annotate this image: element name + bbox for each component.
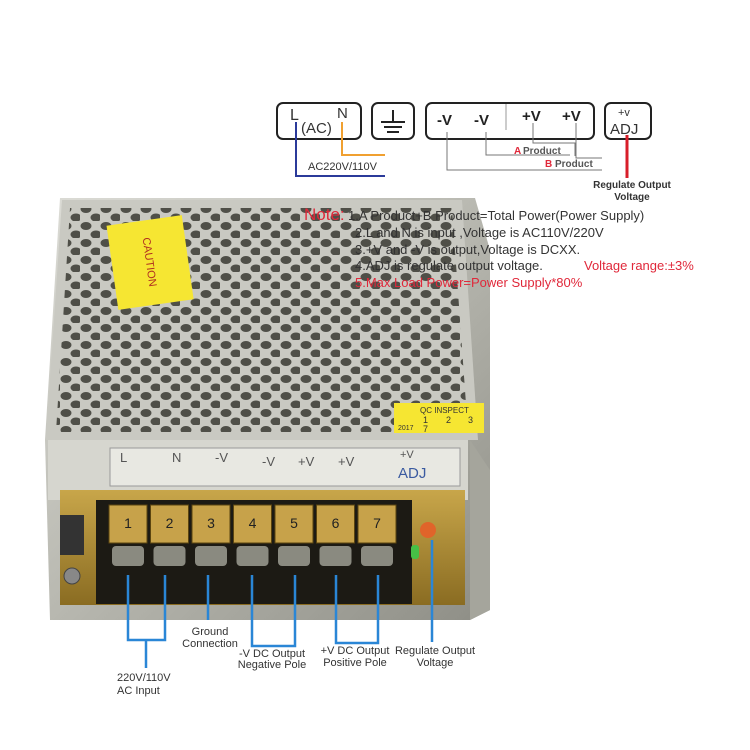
note-line-1: 1.A Product+B Product=Total Power(Power … <box>348 208 644 223</box>
panel-labels: L N -V -V +V +V +V ADJ <box>120 449 426 482</box>
terminal-screw <box>319 546 352 566</box>
terminal-number: 5 <box>290 515 298 531</box>
note-line-3: 3.+V and -V is output,Voltage is DCXX. <box>355 242 580 257</box>
note-voltage-range: Voltage range:±3% <box>584 258 694 273</box>
svg-text:QC INSPECT: QC INSPECT <box>420 406 469 415</box>
svg-text:3: 3 <box>468 415 473 425</box>
note-line-2: 2.L and N is input ,Voltage is AC110V/22… <box>355 225 604 240</box>
adj-potentiometer[interactable] <box>420 522 436 538</box>
live-wire <box>295 122 385 177</box>
svg-text:-V DC Output: -V DC Output <box>239 648 305 660</box>
dc-output-box: -V -V +V +V A Product B Product <box>425 102 602 171</box>
ac-voltage-label: AC220V/110V <box>308 161 378 173</box>
terminal-pos-1: +V <box>522 108 541 125</box>
terminal-neg-2: -V <box>474 112 489 129</box>
adj-label: ADJ <box>610 121 638 138</box>
svg-text:AC Input: AC Input <box>117 685 160 697</box>
note-line-5: 5.Max Load Power=Power Supply*80% <box>355 275 583 290</box>
adj-caption-1: Regulate Output <box>593 180 671 191</box>
a-product-letter: A <box>514 146 521 157</box>
terminal-number: 6 <box>332 515 340 531</box>
ac-input-box: L (AC) N AC220V/110V <box>276 102 385 177</box>
terminal-2[interactable]: 2 <box>150 504 189 566</box>
b-product-label: Product <box>555 159 593 170</box>
svg-text:+V: +V <box>298 454 315 469</box>
b-product-letter: B <box>545 159 552 170</box>
terminal-block: 1 2 3 4 5 6 7 <box>108 504 397 566</box>
terminal-4[interactable]: 4 <box>233 504 272 566</box>
terminal-screw <box>195 546 227 566</box>
svg-text:7: 7 <box>423 424 428 434</box>
svg-text:2: 2 <box>446 415 451 425</box>
adj-top-label: +v <box>618 107 630 119</box>
svg-text:-V: -V <box>262 454 275 469</box>
terminal-screw <box>153 546 186 566</box>
svg-text:Connection: Connection <box>182 638 238 650</box>
terminal-screw <box>112 546 144 566</box>
adj-caption-2: Voltage <box>614 192 650 203</box>
terminal-neg-1: -V <box>437 112 452 129</box>
terminal-screw <box>236 546 269 566</box>
terminal-7[interactable]: 7 <box>357 504 397 566</box>
note-line-4: 4.ADJ is regulate output voltage. <box>355 258 543 273</box>
svg-text:-V: -V <box>215 450 228 465</box>
svg-text:N: N <box>172 450 181 465</box>
svg-text:220V/110V: 220V/110V <box>117 672 171 684</box>
terminal-number: 3 <box>207 515 215 531</box>
terminal-5[interactable]: 5 <box>274 504 314 566</box>
svg-text:Negative Pole: Negative Pole <box>238 659 307 671</box>
svg-text:Regulate Output: Regulate Output <box>395 645 475 657</box>
terminal-3[interactable]: 3 <box>191 504 231 566</box>
terminal-1[interactable]: 1 <box>108 504 148 566</box>
neutral-wire <box>341 122 385 156</box>
callouts <box>126 540 434 668</box>
terminal-number: 2 <box>166 515 174 531</box>
svg-text:1: 1 <box>423 415 428 425</box>
notes: Note: 1.A Product+B Product=Total Power(… <box>304 205 694 290</box>
note-heading: Note: <box>304 205 345 224</box>
caution-label: CAUTION <box>106 215 194 310</box>
svg-text:2017: 2017 <box>398 425 414 432</box>
svg-text:ADJ: ADJ <box>398 465 426 482</box>
svg-text:Ground: Ground <box>192 626 229 638</box>
svg-text:+V: +V <box>338 454 355 469</box>
terminal-screw <box>278 546 310 566</box>
terminal-number: 7 <box>373 515 381 531</box>
terminal-number: 4 <box>249 515 257 531</box>
svg-text:+V: +V <box>400 449 414 461</box>
ground-symbol-icon <box>371 102 415 140</box>
terminal-number: 1 <box>124 515 132 531</box>
qc-inspect-label: QC INSPECT 2017 1 2 3 7 <box>394 403 484 434</box>
adj-box: +v ADJ Regulate Output Voltage <box>593 102 672 203</box>
power-led <box>411 545 419 559</box>
callout-labels: 220V/110V AC Input Ground Connection -V … <box>117 626 475 697</box>
svg-text:+V DC Output: +V DC Output <box>321 645 390 657</box>
terminal-screw <box>361 546 393 566</box>
svg-text:Positive Pole: Positive Pole <box>323 657 387 669</box>
n-label: N <box>337 105 348 122</box>
power-supply-unit: CAUTION QC INSPECT 2017 1 2 3 7 L N -V -… <box>45 198 490 620</box>
svg-text:L: L <box>120 450 127 465</box>
terminal-6[interactable]: 6 <box>316 504 355 566</box>
l-label: L <box>290 107 299 124</box>
a-product-label: Product <box>523 146 561 157</box>
terminal-pos-2: +V <box>562 108 581 125</box>
svg-text:Voltage: Voltage <box>417 657 454 669</box>
ac-label: (AC) <box>301 120 332 137</box>
